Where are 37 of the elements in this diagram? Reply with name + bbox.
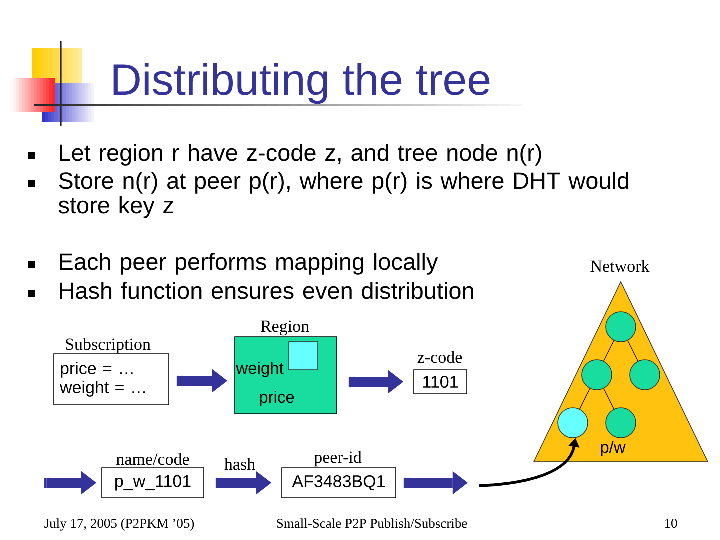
edge-label: hash	[222, 456, 258, 472]
heading: z-code	[418, 351, 462, 364]
point-label: p/w	[601, 441, 626, 456]
heading: peer-id	[314, 451, 362, 467]
bullet-text: Store n(r) at peer p(r), where p(r) is where DHT would store key z	[58, 172, 629, 218]
heading: Network	[590, 260, 650, 272]
tree-node-circle	[606, 312, 636, 342]
block-arrow	[44, 471, 97, 495]
subscription-box: price = … weight = …	[54, 354, 170, 406]
branch-line	[604, 340, 614, 362]
footer-text: July 17, 2005 (P2PKM ’05)	[44, 518, 194, 531]
block-arrow	[404, 471, 468, 495]
axis-label: weight	[236, 362, 284, 378]
tree-node-circle	[630, 360, 660, 390]
axis-label: price	[260, 391, 294, 406]
tree-node-circle	[606, 408, 636, 438]
value-box: AF3483BQ1	[282, 468, 396, 498]
page-number: 10	[665, 519, 678, 528]
branch-line	[580, 388, 590, 410]
heading: name/code	[116, 453, 190, 466]
block-arrow	[216, 471, 272, 495]
block-arrow	[348, 370, 404, 394]
bullet-text: Let region r have z-code z, and tree node n(r)	[60, 144, 542, 166]
tree-node-circle	[582, 360, 612, 390]
footer-text: Small-Scale P2P Publish/Subscribe	[277, 518, 468, 528]
bullet-text: Each peer performs mapping locally	[60, 252, 438, 275]
value-box: p_w_1101	[102, 468, 204, 498]
bullet-text: Hash function ensures even distribution	[60, 282, 474, 300]
tree-node-circle	[558, 408, 588, 438]
heading: Region	[260, 320, 310, 336]
heading: Subscription	[66, 338, 151, 354]
branch-line	[604, 388, 614, 410]
value-box: 1101	[414, 370, 468, 394]
block-arrow	[176, 369, 228, 393]
slide-title: Distributing the tree	[114, 63, 490, 104]
inner-square	[288, 342, 318, 370]
branch-line	[628, 340, 638, 362]
